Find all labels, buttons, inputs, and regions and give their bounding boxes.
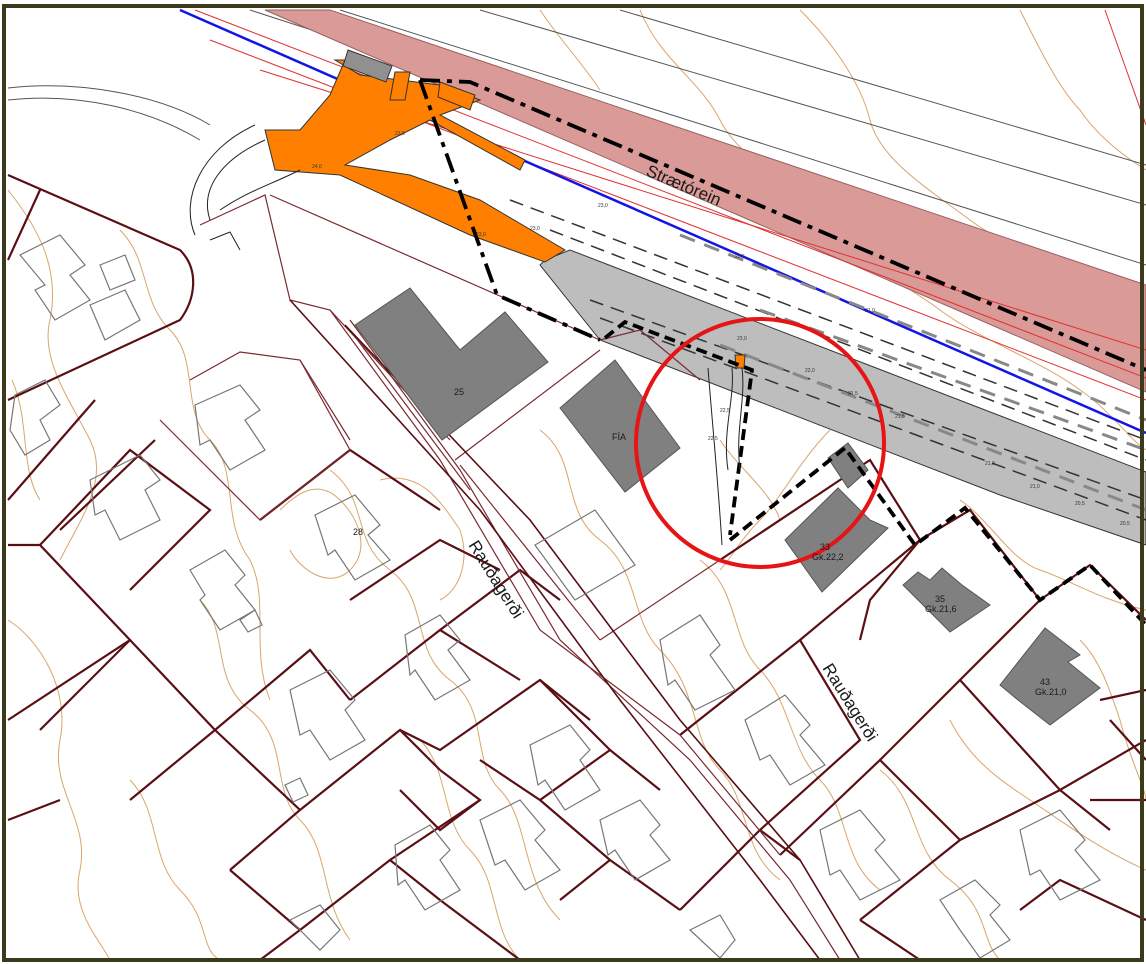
label-building-33-gk: Gk.22,2 [812, 552, 844, 562]
outer-frame [2, 4, 1144, 962]
elev-label: 20,5 [1120, 521, 1130, 527]
elev-label: 22,5 [735, 254, 745, 260]
elev-label: 23,0 [476, 232, 486, 238]
orange-paving [264, 59, 746, 369]
building-fia [559, 359, 681, 493]
label-building-28: 28 [353, 527, 363, 537]
label-building-43: 43 [1040, 677, 1050, 687]
footpath [707, 367, 744, 546]
elev-label: 21,5 [895, 414, 905, 420]
road-markings [509, 199, 1146, 521]
elev-label: 20,5 [1075, 501, 1085, 507]
elev-label: 23,5 [395, 131, 405, 137]
elev-label: 23,0 [598, 203, 608, 209]
road-curves [189, 124, 301, 251]
elev-label: 21,0 [985, 461, 995, 467]
grey-path-band [539, 249, 1146, 546]
building-35 [902, 567, 991, 633]
label-building-43-gk: Gk.21,0 [1035, 687, 1067, 697]
label-building-fia: FÍA [612, 432, 626, 442]
building-25 [354, 287, 549, 441]
label-building-33: 33 [820, 542, 830, 552]
lot-lines-thin [159, 194, 841, 961]
elev-label: 21,0 [1030, 484, 1040, 490]
plan-boundary [418, 78, 1146, 372]
elev-label: 21,5 [848, 391, 858, 397]
elev-label: 23,0 [530, 226, 540, 232]
street-edges [289, 299, 861, 961]
elev-label: 24,0 [312, 164, 322, 170]
plan-boundary-dashed [603, 319, 1146, 627]
grey-block-top [342, 49, 393, 83]
elev-label: 22,5 [708, 436, 718, 442]
elev-label: 21,0 [865, 308, 875, 314]
lot-lines [6, 173, 1146, 961]
elev-label: 23,0 [737, 336, 747, 342]
label-building-35-gk: Gk.21,6 [925, 604, 957, 614]
house-outlines [9, 234, 1101, 959]
road-markings-grey [679, 233, 1146, 512]
elev-label: 22,5 [720, 408, 730, 414]
highlight-circle [634, 317, 886, 569]
label-building-25: 25 [454, 387, 464, 397]
label-building-35: 35 [935, 594, 945, 604]
building-43 [999, 627, 1101, 726]
elev-label: 22,0 [805, 368, 815, 374]
